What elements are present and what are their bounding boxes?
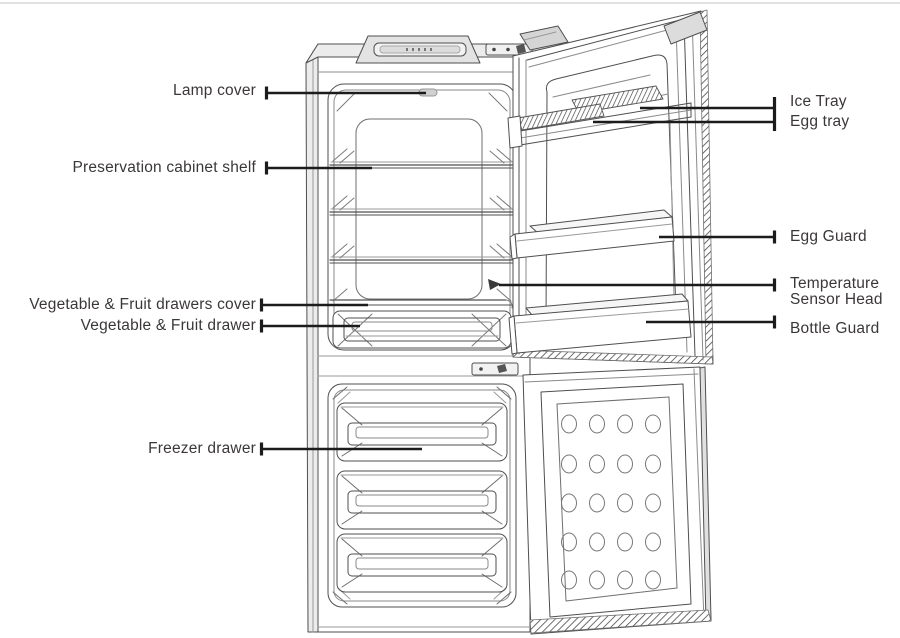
label-egg-guard: Egg Guard (790, 228, 867, 245)
label-egg-tray: Egg tray (790, 113, 850, 130)
label-ice-tray: Ice Tray (790, 93, 847, 110)
label-veg-drawers-cover: Vegetable & Fruit drawers cover (29, 296, 256, 313)
veg-drawer-part (332, 310, 512, 349)
freezer-door-dimples (561, 414, 661, 590)
freezer-drawer-part (336, 470, 508, 530)
egg-guard-part (509, 209, 675, 260)
leader-veg-drawer (259, 319, 360, 333)
freezer-drawer-part (336, 533, 508, 593)
leader-egg-guard (659, 230, 777, 244)
label-temperature-sensor-head: Temperature Sensor Head (790, 276, 883, 308)
bottle-guard-part (508, 293, 692, 355)
freezer-compartment (327, 383, 517, 608)
cabinet-shelves (329, 148, 515, 264)
label-preservation-shelf: Preservation cabinet shelf (72, 159, 256, 176)
leader-lamp-cover (264, 86, 426, 100)
label-bottle-guard: Bottle Guard (790, 320, 880, 337)
leader-preservation-shelf (264, 161, 372, 175)
fridge-door (507, 9, 714, 365)
leader-freezer-drawer (259, 442, 422, 456)
middle-hinge (317, 355, 524, 377)
control-panel (355, 35, 481, 64)
temperature-sensor-part (488, 279, 501, 290)
label-lamp-cover: Lamp cover (173, 82, 256, 99)
label-freezer-drawer: Freezer drawer (148, 440, 256, 457)
leader-temperature-sensor (499, 278, 777, 292)
freezer-drawer-part (336, 402, 508, 462)
leader-veg-drawers-cover (259, 298, 368, 312)
label-temperature-line1: Temperature (790, 275, 880, 292)
leader-lines (259, 86, 777, 456)
fridge-compartment (327, 83, 517, 351)
ice-egg-tray-part (507, 85, 692, 149)
label-temperature-line2: Sensor Head (790, 291, 883, 308)
label-veg-drawer: Vegetable & Fruit drawer (80, 317, 256, 334)
leader-bottle-guard (646, 315, 777, 329)
freezer-door (522, 366, 712, 635)
top-hinge (485, 25, 569, 56)
